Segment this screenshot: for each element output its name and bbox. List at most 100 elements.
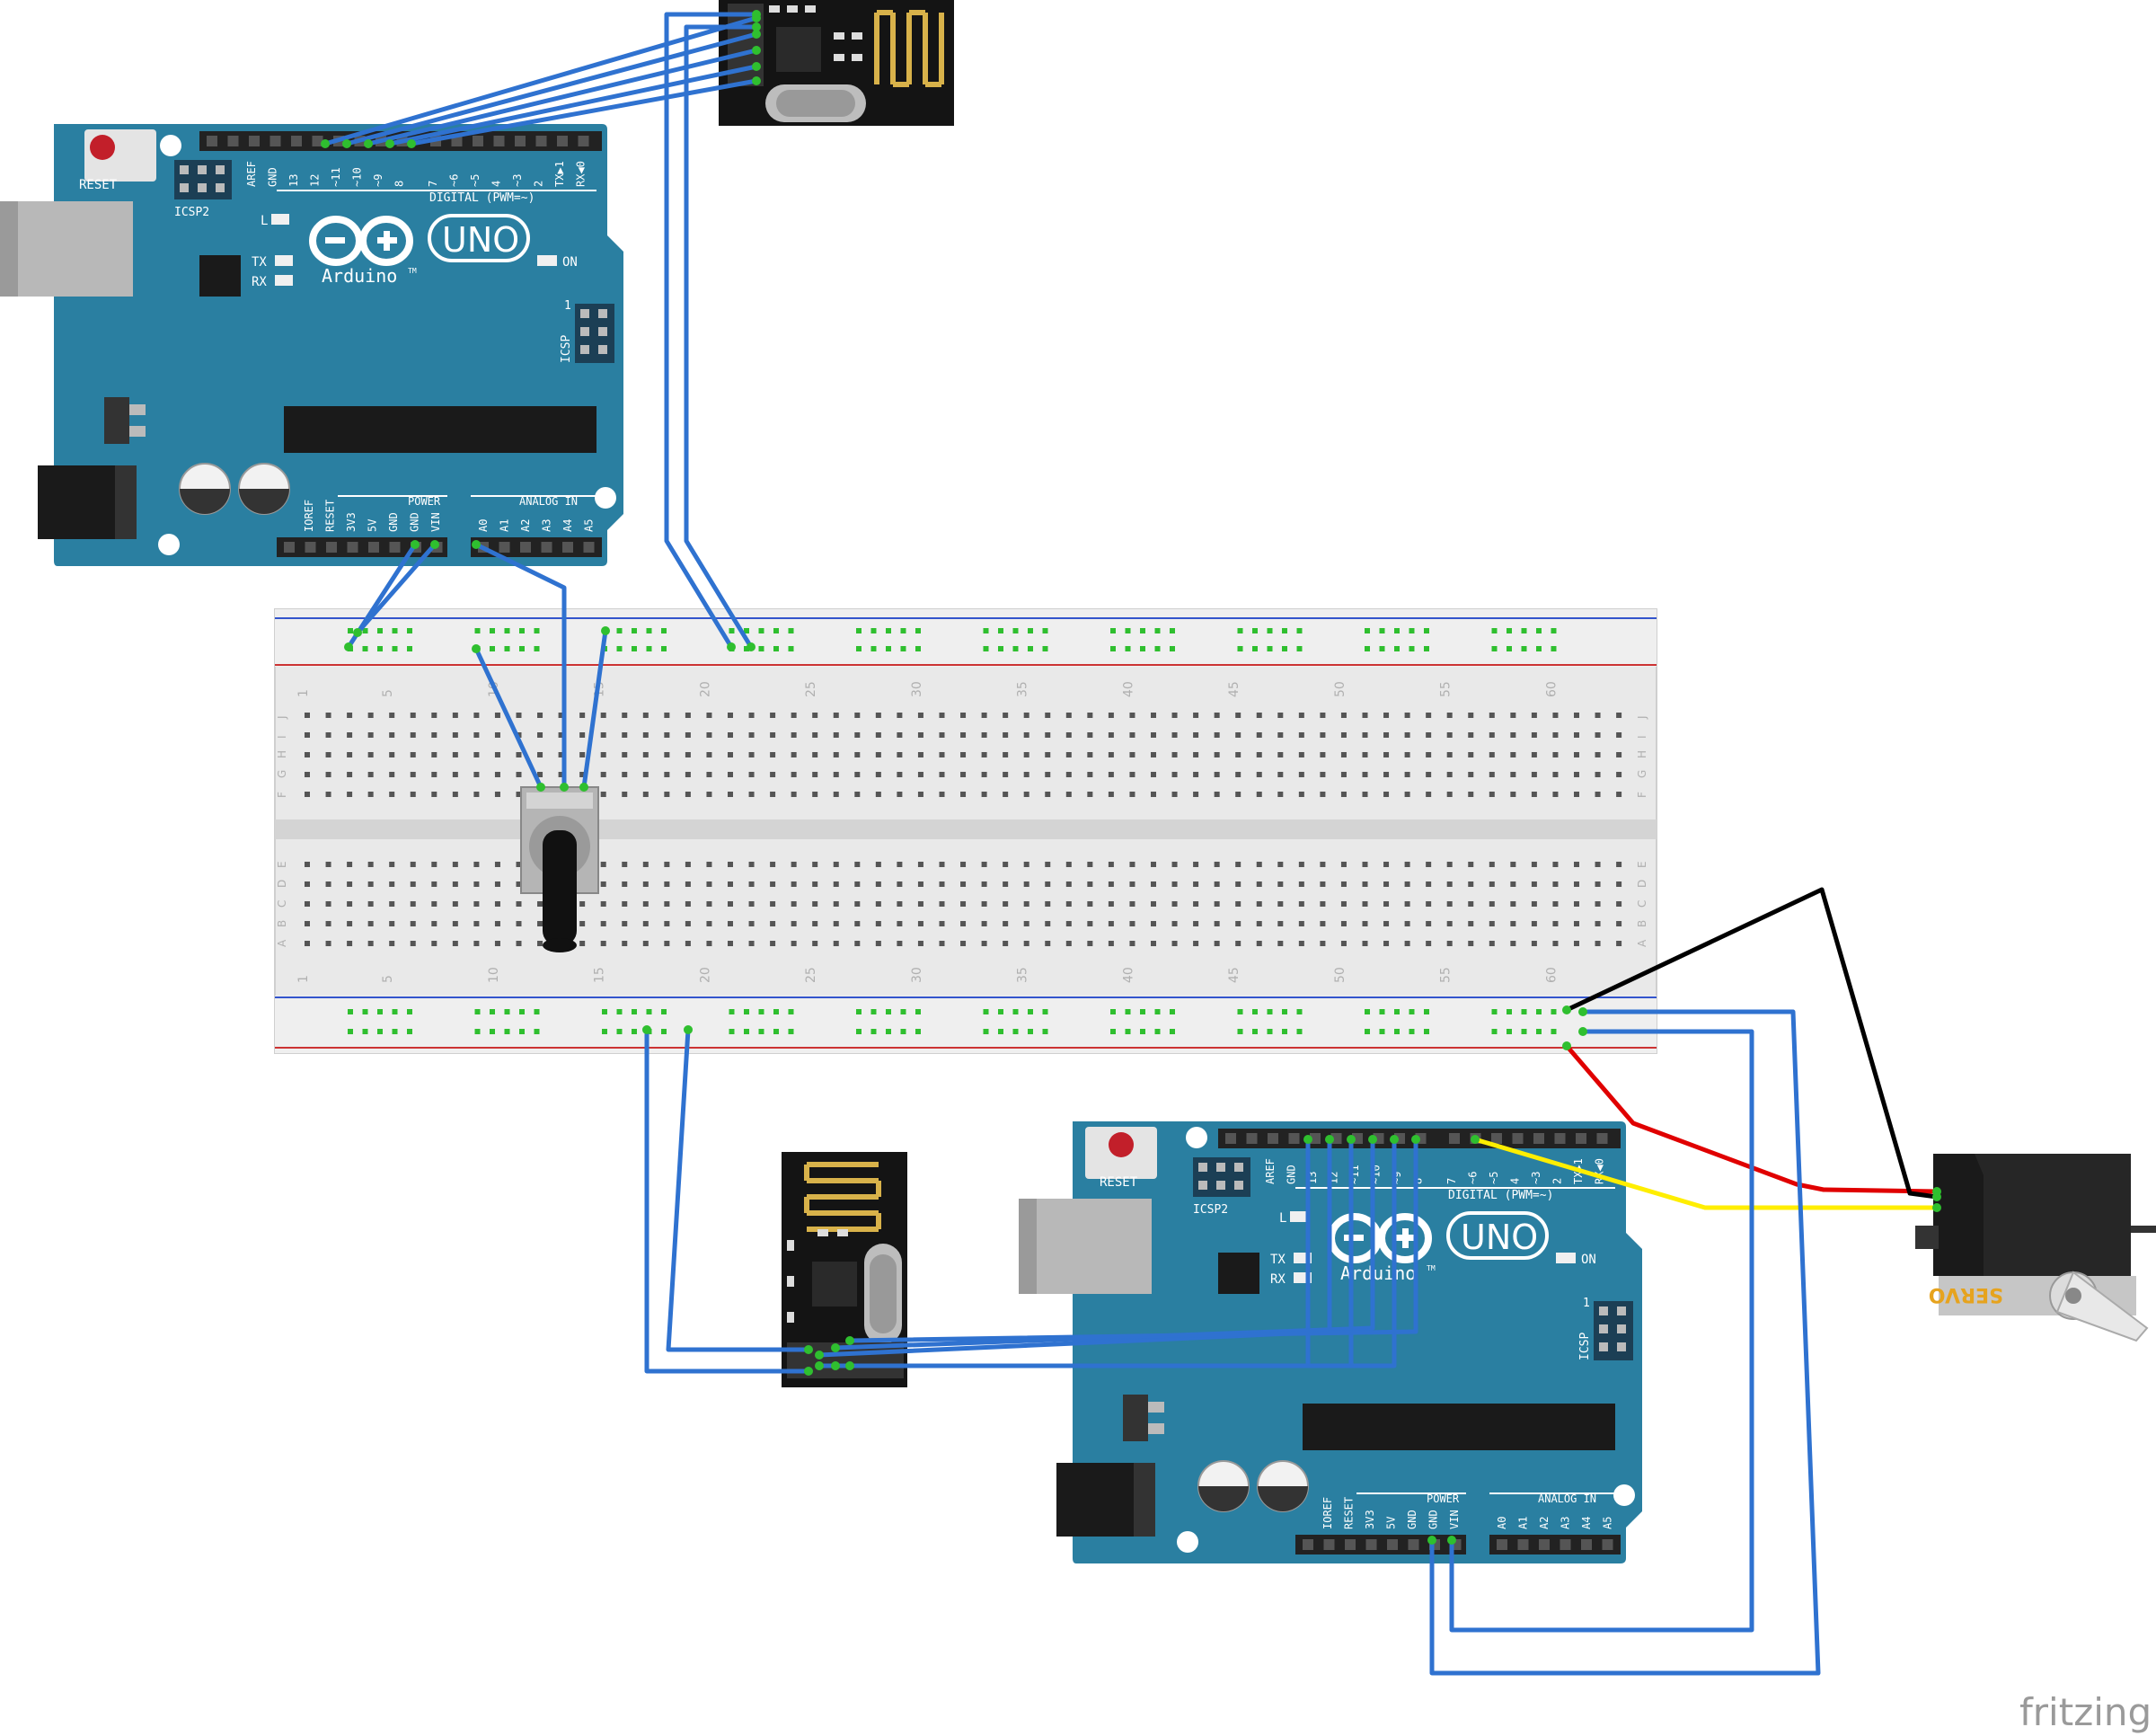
breadboard-hole[interactable] xyxy=(1193,732,1199,738)
wire-end[interactable] xyxy=(1932,1203,1941,1212)
header-pin[interactable] xyxy=(207,136,217,146)
breadboard-hole[interactable] xyxy=(516,862,522,867)
breadboard-hole[interactable] xyxy=(981,881,987,887)
breadboard-hole[interactable] xyxy=(1171,713,1178,718)
breadboard-hole[interactable] xyxy=(1383,713,1390,718)
breadboard-hole[interactable] xyxy=(1023,732,1029,738)
breadboard-hole[interactable] xyxy=(1362,732,1368,738)
header-pin[interactable] xyxy=(1303,1539,1313,1550)
breadboard-hole[interactable] xyxy=(1510,921,1516,926)
breadboard-hole[interactable] xyxy=(1214,921,1220,926)
breadboard-hole[interactable] xyxy=(685,941,691,946)
breadboard-hole[interactable] xyxy=(558,752,564,757)
rail-hole[interactable] xyxy=(1110,1009,1116,1014)
breadboard-hole[interactable] xyxy=(325,713,331,718)
rail-hole[interactable] xyxy=(392,646,398,651)
rail-hole[interactable] xyxy=(1379,646,1385,651)
breadboard-hole[interactable] xyxy=(1426,713,1432,718)
rail-hole[interactable] xyxy=(1012,646,1019,651)
wire-end[interactable] xyxy=(642,1025,651,1034)
breadboard-hole[interactable] xyxy=(791,881,797,887)
rail-hole[interactable] xyxy=(1409,1029,1415,1034)
header-pin[interactable] xyxy=(312,136,323,146)
header-pin[interactable] xyxy=(578,136,589,146)
breadboard-hole[interactable] xyxy=(1214,901,1220,907)
breadboard-hole[interactable] xyxy=(431,752,437,757)
header-pin[interactable] xyxy=(1517,1539,1529,1550)
breadboard-hole[interactable] xyxy=(431,792,437,797)
breadboard-hole[interactable] xyxy=(1214,772,1220,777)
breadboard-hole[interactable] xyxy=(1235,792,1241,797)
header-pin[interactable] xyxy=(1408,1539,1419,1550)
breadboard-hole[interactable] xyxy=(494,921,500,926)
breadboard-hole[interactable] xyxy=(939,772,945,777)
breadboard-hole[interactable] xyxy=(516,901,522,907)
breadboard-hole[interactable] xyxy=(1235,752,1241,757)
wire-rail-5v-2[interactable] xyxy=(1449,1029,1754,1633)
breadboard-hole[interactable] xyxy=(305,941,310,946)
rail-hole[interactable] xyxy=(1012,1029,1019,1034)
header-pin[interactable] xyxy=(368,542,379,553)
header-pin[interactable] xyxy=(1554,1133,1566,1144)
breadboard-hole[interactable] xyxy=(367,732,374,738)
breadboard-hole[interactable] xyxy=(960,732,967,738)
wire-end[interactable] xyxy=(831,1361,840,1370)
breadboard-hole[interactable] xyxy=(1193,921,1199,926)
breadboard-hole[interactable] xyxy=(1404,772,1410,777)
breadboard-hole[interactable] xyxy=(917,941,923,946)
breadboard-hole[interactable] xyxy=(1256,713,1262,718)
rail-hole[interactable] xyxy=(490,1009,495,1014)
breadboard-hole[interactable] xyxy=(1045,881,1051,887)
breadboard-hole[interactable] xyxy=(642,792,649,797)
breadboard-hole[interactable] xyxy=(642,772,649,777)
breadboard-hole[interactable] xyxy=(1510,772,1516,777)
wire-end[interactable] xyxy=(684,1025,693,1034)
breadboard-hole[interactable] xyxy=(939,921,945,926)
breadboard-hole[interactable] xyxy=(875,921,881,926)
breadboard-hole[interactable] xyxy=(981,921,987,926)
breadboard-hole[interactable] xyxy=(1595,792,1601,797)
breadboard-hole[interactable] xyxy=(1552,713,1559,718)
breadboard-hole[interactable] xyxy=(1531,772,1537,777)
breadboard-hole[interactable] xyxy=(1129,772,1135,777)
breadboard-hole[interactable] xyxy=(897,921,903,926)
breadboard-hole[interactable] xyxy=(367,921,374,926)
breadboard-hole[interactable] xyxy=(1298,941,1304,946)
breadboard-hole[interactable] xyxy=(1446,713,1453,718)
breadboard-hole[interactable] xyxy=(1087,792,1093,797)
breadboard-hole[interactable] xyxy=(1574,752,1579,757)
breadboard-hole[interactable] xyxy=(452,901,458,907)
header-pin[interactable] xyxy=(284,542,295,553)
rail-hole[interactable] xyxy=(900,1009,906,1014)
breadboard-hole[interactable] xyxy=(706,713,712,718)
wire-pot-left[interactable] xyxy=(473,646,543,790)
rail-hole[interactable] xyxy=(870,1009,877,1014)
breadboard-hole[interactable] xyxy=(1065,881,1072,887)
header-pin[interactable] xyxy=(1512,1133,1524,1144)
rail-hole[interactable] xyxy=(788,1009,794,1014)
breadboard-hole[interactable] xyxy=(537,732,543,738)
rail-hole[interactable] xyxy=(729,1029,735,1034)
breadboard-hole[interactable] xyxy=(1235,881,1241,887)
breadboard-hole[interactable] xyxy=(1108,941,1114,946)
breadboard-hole[interactable] xyxy=(1003,713,1009,718)
breadboard-hole[interactable] xyxy=(1023,881,1029,887)
wire-servo-signal[interactable] xyxy=(1472,1137,1940,1210)
breadboard-hole[interactable] xyxy=(1552,732,1559,738)
breadboard-hole[interactable] xyxy=(1065,901,1072,907)
breadboard-hole[interactable] xyxy=(706,732,712,738)
breadboard-hole[interactable] xyxy=(325,881,331,887)
breadboard-hole[interactable] xyxy=(1235,941,1241,946)
breadboard-hole[interactable] xyxy=(748,792,755,797)
breadboard-hole[interactable] xyxy=(875,941,881,946)
breadboard-hole[interactable] xyxy=(685,921,691,926)
breadboard-hole[interactable] xyxy=(558,772,564,777)
wire-nrf-vcc[interactable] xyxy=(664,12,759,650)
breadboard-hole[interactable] xyxy=(1003,732,1009,738)
breadboard-hole[interactable] xyxy=(875,881,881,887)
breadboard-hole[interactable] xyxy=(1065,941,1072,946)
breadboard-hole[interactable] xyxy=(1087,921,1093,926)
breadboard-hole[interactable] xyxy=(347,881,353,887)
rail-hole[interactable] xyxy=(632,646,637,651)
breadboard-hole[interactable] xyxy=(600,901,606,907)
